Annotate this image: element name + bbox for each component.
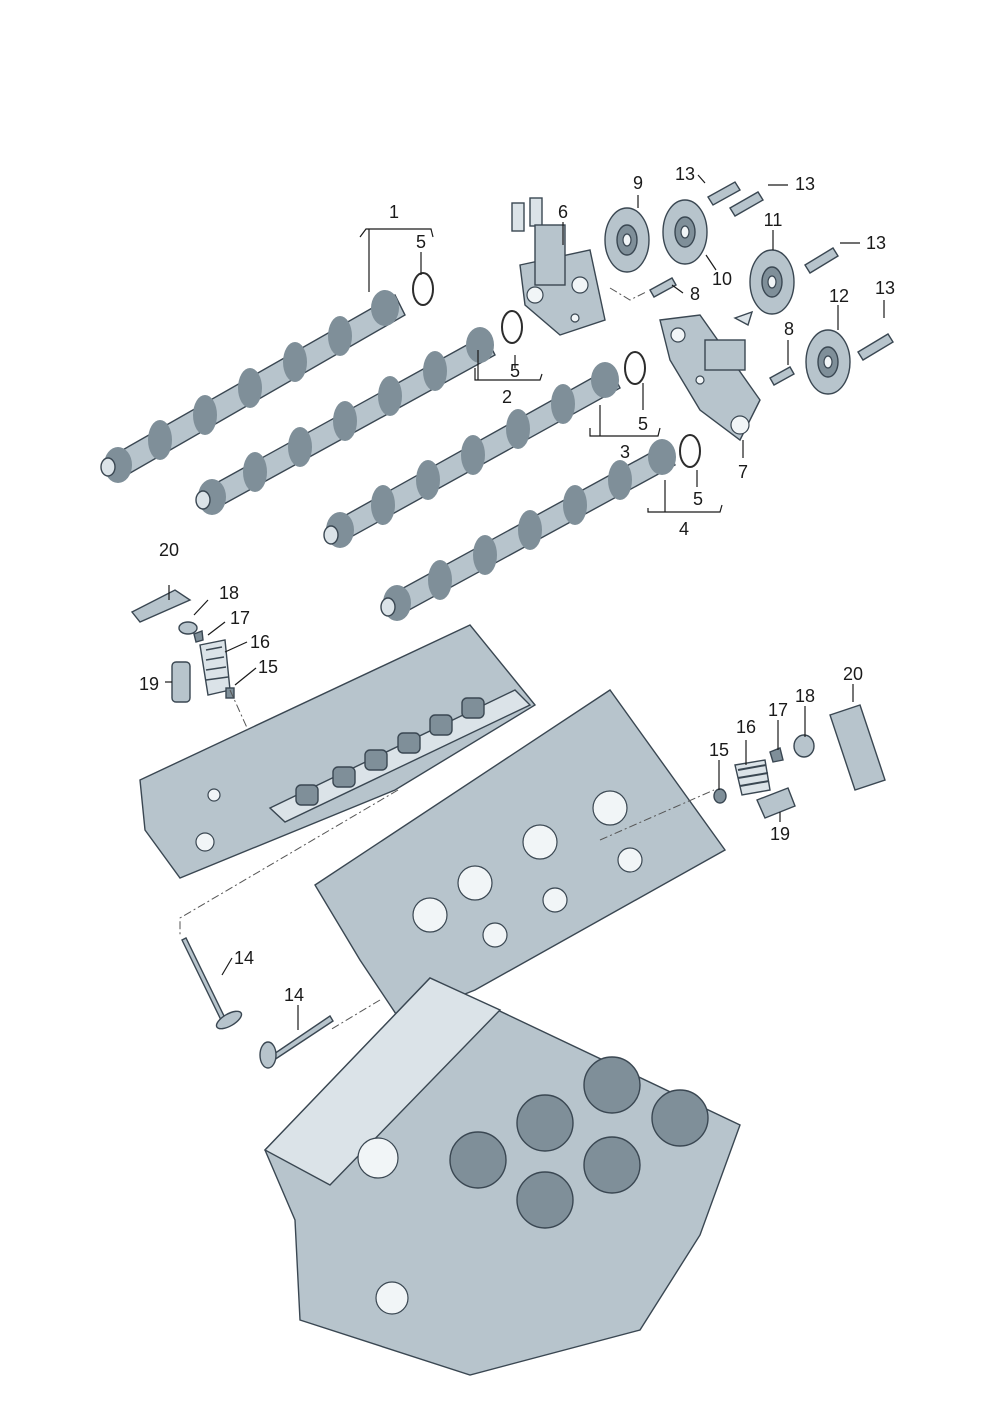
callout-4: 4 [679,519,689,539]
callout-8: 8 [784,319,794,339]
callout-15: 15 [709,740,729,760]
callout-13: 13 [675,164,695,184]
valvetrain-left [130,589,235,703]
callout-19: 19 [139,674,159,694]
camshaft-3 [323,351,646,548]
callout-13: 13 [795,174,815,194]
sprocket-9 [604,207,650,273]
callout-6: 6 [558,202,568,222]
callout-12: 12 [829,286,849,306]
callout-16: 16 [250,632,270,652]
engine-block [263,977,741,1376]
callout-2: 2 [502,387,512,407]
sprocket-10 [662,199,708,265]
callout-1: 1 [389,202,399,222]
callout-11: 11 [764,210,783,230]
callout-18: 18 [795,686,815,706]
callout-14: 14 [284,985,304,1005]
valvetrain-right [713,704,886,819]
head-gasket [314,689,727,1021]
cylinder-head [139,624,537,879]
valves-14 [181,937,334,1069]
callout-5: 5 [638,414,648,434]
camshaft-4 [380,434,701,621]
callout-17: 17 [768,700,788,720]
adjuster-housing-7 [659,310,761,442]
callout-5: 5 [416,232,426,252]
camshaft-2 [195,310,523,515]
camshaft-1 [100,272,434,483]
callout-18: 18 [219,583,239,603]
bolts-13 [649,181,894,386]
callout-20: 20 [843,664,863,684]
assembly-lines [179,287,715,1031]
callout-8: 8 [690,284,700,304]
sprocket-11 [749,249,795,315]
callout-17: 17 [230,608,250,628]
callout-7: 7 [738,462,748,482]
callouts: 1 5 2 5 3 5 4 5 6 7 8 8 9 10 11 12 13 13… [139,164,895,1005]
callout-16: 16 [736,717,756,737]
callout-3: 3 [620,442,630,462]
callout-10: 10 [712,269,732,289]
adjuster-housing-6 [511,197,606,336]
callout-15: 15 [258,657,278,677]
callout-14: 14 [234,948,254,968]
callout-13: 13 [866,233,886,253]
callout-20: 20 [159,540,179,560]
callout-9: 9 [633,173,643,193]
callout-19: 19 [770,824,790,844]
callout-13: 13 [875,278,895,298]
leader-lines [165,174,885,1030]
callout-5: 5 [510,361,520,381]
sprocket-12 [805,329,851,395]
callout-5: 5 [693,489,703,509]
